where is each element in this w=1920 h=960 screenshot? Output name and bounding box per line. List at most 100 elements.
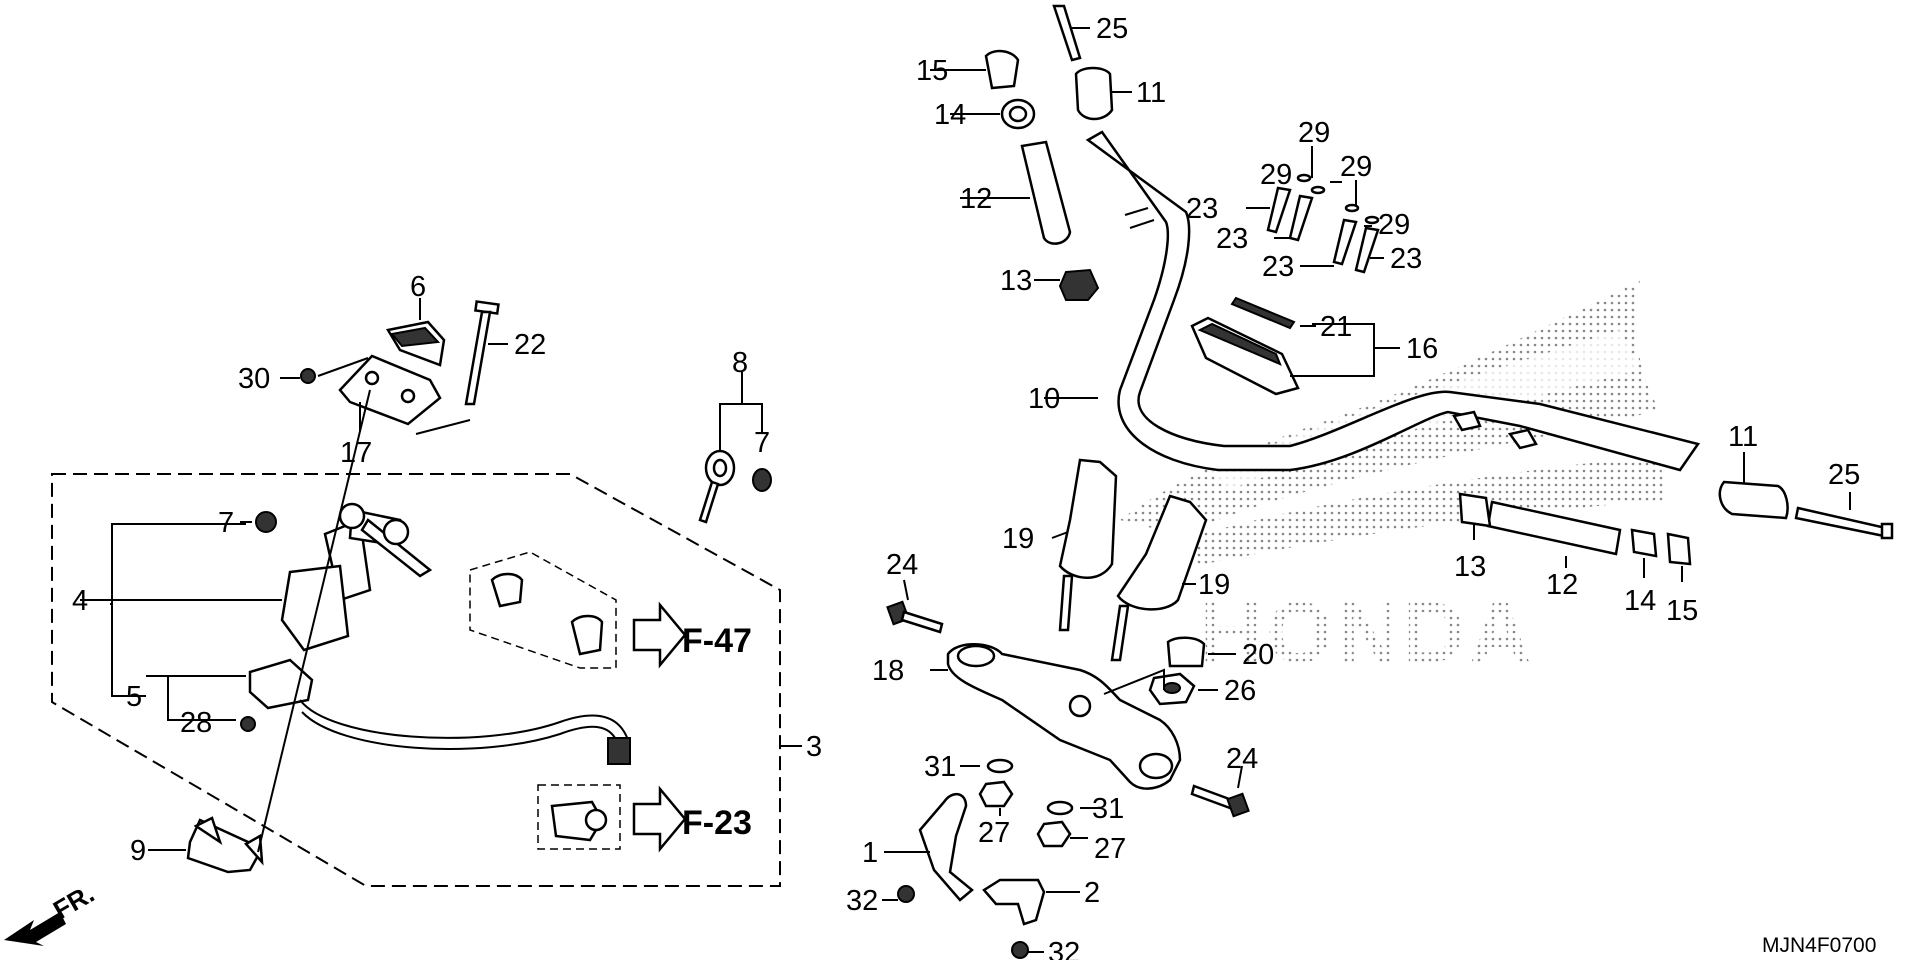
reference-arrow-f23: F-23 xyxy=(632,785,752,853)
label-24b: 24 xyxy=(1226,743,1258,775)
label-5: 5 xyxy=(126,681,142,713)
part-4-ignition-switch xyxy=(280,502,433,652)
label-11b: 11 xyxy=(1728,421,1758,453)
label-14b: 14 xyxy=(1624,585,1656,617)
label-8: 8 xyxy=(732,347,748,379)
honda-watermark-text: HONDA xyxy=(1200,585,1535,681)
label-14a: 14 xyxy=(934,99,966,131)
label-9: 9 xyxy=(130,835,146,867)
part-21-pin xyxy=(1230,296,1296,330)
assembly-boundary xyxy=(51,473,781,887)
part-15-cap-top xyxy=(984,49,1020,90)
label-18: 18 xyxy=(872,655,904,687)
part-24-bolt-right xyxy=(1190,784,1250,818)
label-17: 17 xyxy=(340,437,372,469)
label-6: 6 xyxy=(410,271,426,303)
label-25b: 25 xyxy=(1828,459,1860,491)
part-2-bracket xyxy=(982,878,1046,926)
label-32b: 32 xyxy=(1048,937,1080,960)
label-2: 2 xyxy=(1084,877,1100,909)
label-26: 26 xyxy=(1224,675,1256,707)
part-19-holder-left xyxy=(1058,458,1118,632)
part-16-upper-holder xyxy=(1190,316,1300,396)
part-32-bolt-b xyxy=(1011,941,1029,959)
label-15a: 15 xyxy=(916,55,948,87)
leader-4-to-9 xyxy=(257,389,371,853)
label-28: 28 xyxy=(180,707,212,739)
reference-arrow-f47: F-47 xyxy=(632,601,752,669)
label-13a: 13 xyxy=(1000,265,1032,297)
label-4: 4 xyxy=(72,585,88,617)
label-27b: 27 xyxy=(1094,833,1126,865)
part-27-nut-b xyxy=(1036,820,1072,848)
part-14-ring-top xyxy=(1000,98,1036,130)
label-29c: 29 xyxy=(1340,151,1372,183)
label-20: 20 xyxy=(1242,639,1274,671)
part-7-washer-a xyxy=(752,468,772,492)
label-7a: 7 xyxy=(754,427,770,459)
front-direction-arrow: FR. xyxy=(4,878,99,946)
part-30-bolt xyxy=(300,368,316,384)
f23-part xyxy=(550,800,608,842)
f23-group-box xyxy=(537,784,621,850)
part-31-washer-b xyxy=(1046,800,1074,816)
label-11a: 11 xyxy=(1136,77,1166,109)
label-29d: 29 xyxy=(1378,209,1410,241)
label-29a: 29 xyxy=(1298,117,1330,149)
part-13-nut-top xyxy=(1058,268,1100,301)
f47-part-a xyxy=(490,572,524,608)
label-25a: 25 xyxy=(1096,13,1128,45)
part-26-nut xyxy=(1148,672,1196,706)
label-23d: 23 xyxy=(1390,243,1422,275)
label-23c: 23 xyxy=(1262,251,1294,283)
part-7-washer-b xyxy=(255,511,277,533)
part-10-handlebar xyxy=(1085,130,1701,472)
f47-part-b xyxy=(570,614,604,656)
part-12-grip-top xyxy=(1020,140,1072,245)
part-20-cap xyxy=(1166,636,1206,668)
part-11-weight-top xyxy=(1074,66,1114,121)
part-28-screw xyxy=(240,716,256,732)
label-27a: 27 xyxy=(978,817,1010,849)
part-9-cover xyxy=(186,816,264,874)
label-7b: 7 xyxy=(218,507,234,539)
f47-group-box xyxy=(469,551,617,669)
part-25-bolt-top xyxy=(1052,4,1082,62)
reference-f23: F-23 xyxy=(682,804,752,842)
leader-lines xyxy=(80,27,1851,953)
part-22-bolt xyxy=(464,300,500,406)
part-24-bolt-left xyxy=(886,600,944,634)
diagram-code: MJN4F0700 xyxy=(1762,934,1876,957)
label-22: 22 xyxy=(514,329,546,361)
part-11-weight-right xyxy=(1718,480,1789,520)
label-16: 16 xyxy=(1406,333,1438,365)
label-31b: 31 xyxy=(1092,793,1124,825)
part-17-bracket xyxy=(338,354,442,426)
part-13-nut-right xyxy=(1458,492,1492,528)
label-21: 21 xyxy=(1320,311,1352,343)
reference-f47: F-47 xyxy=(682,622,752,660)
label-10: 10 xyxy=(1028,383,1060,415)
part-6-cap xyxy=(386,320,446,367)
label-32a: 32 xyxy=(846,885,878,917)
part-32-bolt-a xyxy=(897,885,915,903)
part-5-switch-body xyxy=(248,658,631,765)
label-19a: 19 xyxy=(1002,523,1034,555)
label-23b: 23 xyxy=(1216,223,1248,255)
label-31a: 31 xyxy=(924,751,956,783)
part-1-bracket xyxy=(918,793,974,902)
part-19-holder-right xyxy=(1110,494,1208,662)
label-30: 30 xyxy=(238,363,270,395)
part-14-ring-right xyxy=(1630,528,1658,558)
label-1: 1 xyxy=(862,837,878,869)
part-23-bolts xyxy=(1266,186,1380,274)
label-3: 3 xyxy=(806,731,822,763)
part-25-bolt-right xyxy=(1794,506,1894,540)
label-19b: 19 xyxy=(1198,569,1230,601)
part-15-cap-right xyxy=(1666,532,1692,566)
callout-labels: 1 2 3 4 5 6 7 7 8 9 10 11 11 12 12 13 13… xyxy=(72,13,1860,960)
label-23a: 23 xyxy=(1186,193,1218,225)
part-29-washers xyxy=(1296,173,1380,225)
part-31-washer-a xyxy=(986,758,1014,774)
